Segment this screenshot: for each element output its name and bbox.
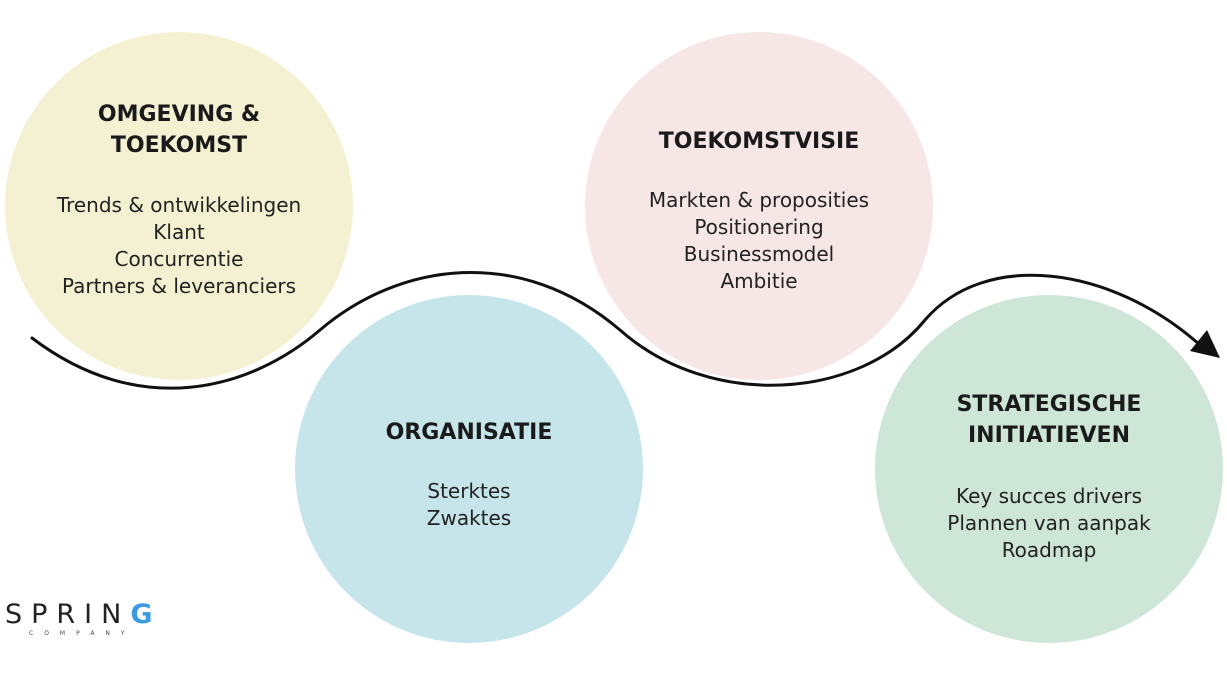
circle-items: Markten & proposities Positionering Busi…: [585, 187, 933, 295]
list-item: Concurrentie: [114, 247, 244, 271]
circle-title: TOEKOMSTVISIE: [658, 129, 860, 154]
circle-items: Key succes drivers Plannen van aanpak Ro…: [875, 483, 1223, 564]
logo-tagline: COMPANY: [29, 630, 136, 637]
list-item: Ambitie: [720, 269, 798, 293]
list-item: Trends & ontwikkelingen: [56, 193, 302, 217]
list-item: Zwaktes: [426, 506, 512, 530]
list-item: Partners & leveranciers: [61, 274, 297, 298]
list-item: Key succes drivers: [955, 484, 1143, 508]
spring-company-logo: SPRING COMPANY: [5, 600, 180, 642]
circle-items: Trends & ontwikkelingen Klant Concurrent…: [5, 192, 353, 300]
list-item: Markten & proposities: [648, 188, 870, 212]
circle-strategische-initiatieven: STRATEGISCHE INITIATIEVEN Key succes dri…: [875, 295, 1223, 643]
list-item: Klant: [153, 220, 205, 244]
list-item: Businessmodel: [683, 242, 835, 266]
list-item: Plannen van aanpak: [947, 511, 1151, 535]
list-item: Positionering: [694, 215, 824, 239]
arrowhead-icon: [1190, 330, 1220, 358]
wave-path: [30, 270, 1202, 390]
circle-title: STRATEGISCHE INITIATIEVEN: [956, 392, 1142, 448]
logo-wordmark: SPRING: [5, 599, 162, 630]
circle-items: Sterktes Zwaktes: [295, 478, 643, 532]
list-item: Sterktes: [427, 479, 511, 503]
circle-organisatie: ORGANISATIE Sterktes Zwaktes: [295, 295, 643, 643]
circle-omgeving-toekomst: OMGEVING & TOEKOMST Trends & ontwikkelin…: [5, 32, 353, 380]
circle-title: OMGEVING & TOEKOMST: [97, 102, 261, 158]
circle-title: ORGANISATIE: [385, 420, 553, 445]
circle-toekomstvisie: TOEKOMSTVISIE Markten & proposities Posi…: [585, 32, 933, 380]
list-item: Roadmap: [1001, 538, 1097, 562]
